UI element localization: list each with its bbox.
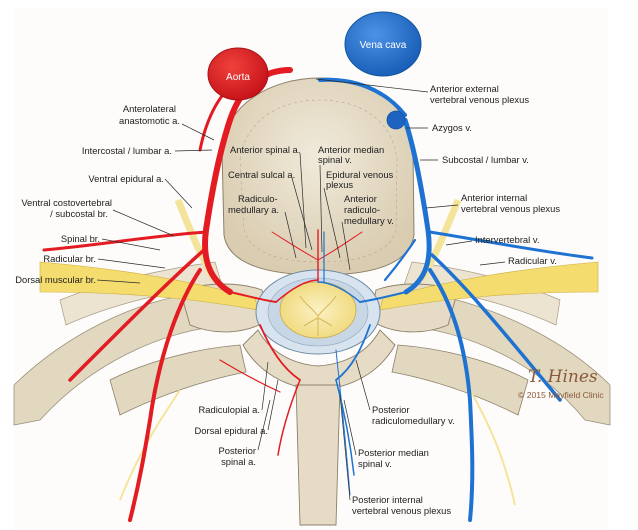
label-post-radiculo-1: Posterior (372, 404, 410, 415)
label-radicular-v: Radicular v. (508, 255, 557, 266)
azygos-vein (386, 110, 406, 130)
label-post-radiculo-2: radiculomedullary v. (372, 415, 455, 426)
label-spinal-br: Spinal br. (61, 233, 100, 244)
label-post-median-2: spinal v. (358, 458, 392, 469)
label-ant-radiculo-1: Anterior (344, 193, 377, 204)
label-post-internal-1: Posterior internal (352, 494, 423, 505)
label-dorsal-epidural: Dorsal epidural a. (195, 425, 268, 436)
label-posterior-spinal-1: Posterior (218, 445, 256, 456)
label-ant-internal-2: vertebral venous plexus (461, 203, 560, 214)
label-subcostal-lumbar: Subcostal / lumbar v. (442, 154, 529, 165)
label-dorsal-muscular: Dorsal muscular br. (15, 274, 96, 285)
label-ventral-costo-1: Ventral costovertebral (21, 197, 112, 208)
label-radiculo-med-1: Radiculo- (238, 193, 278, 204)
label-intervertebral: Intervertebral v. (475, 234, 539, 245)
label-epidural-venous-1: Epidural venous (326, 169, 394, 180)
label-ventral-epidural: Ventral epidural a. (88, 173, 164, 184)
label-radiculopial: Radiculopial a. (199, 404, 261, 415)
label-anterolateral-2: anastomotic a. (119, 115, 180, 126)
label-post-median-1: Posterior median (358, 447, 429, 458)
label-post-internal-2: vertebral venous plexus (352, 505, 451, 516)
label-ant-external-2: vertebral venous plexus (430, 94, 529, 105)
spinal-canal (255, 269, 381, 355)
label-radicular-br: Radicular br. (43, 253, 96, 264)
label-epidural-venous-2: plexus (326, 179, 353, 190)
label-ventral-costo-2: / subcostal br. (50, 208, 108, 219)
copyright-text: © 2015 Mayfield Clinic (518, 390, 604, 400)
label-ant-radiculo-2: radiculo- (344, 204, 380, 215)
label-central-sulcal: Central sulcal a. (228, 169, 295, 180)
artist-signature: T. Hines (528, 367, 598, 387)
label-azygos: Azygos v. (432, 122, 472, 133)
aorta-label: Aorta (226, 72, 250, 83)
label-anterior-median-1: Anterior median (318, 144, 384, 155)
label-intercostal: Intercostal / lumbar a. (82, 145, 172, 156)
label-ant-internal-1: Anterior internal (461, 192, 527, 203)
label-ant-radiculo-3: medullary v. (344, 215, 394, 226)
label-anterolateral-1: Anterolateral (123, 103, 176, 114)
leader-lines (96, 78, 506, 501)
vena-cava-label: Vena cava (360, 40, 407, 51)
label-ant-external-1: Anterior external (430, 83, 499, 94)
label-anterior-median-2: spinal v. (318, 154, 352, 165)
label-radiculo-med-2: medullary a. (228, 204, 279, 215)
label-anterior-spinal: Anterior spinal a. (230, 144, 300, 155)
veins (317, 77, 594, 522)
vena-cava (344, 11, 422, 77)
label-posterior-spinal-2: spinal a. (221, 456, 256, 467)
aorta (207, 47, 269, 101)
